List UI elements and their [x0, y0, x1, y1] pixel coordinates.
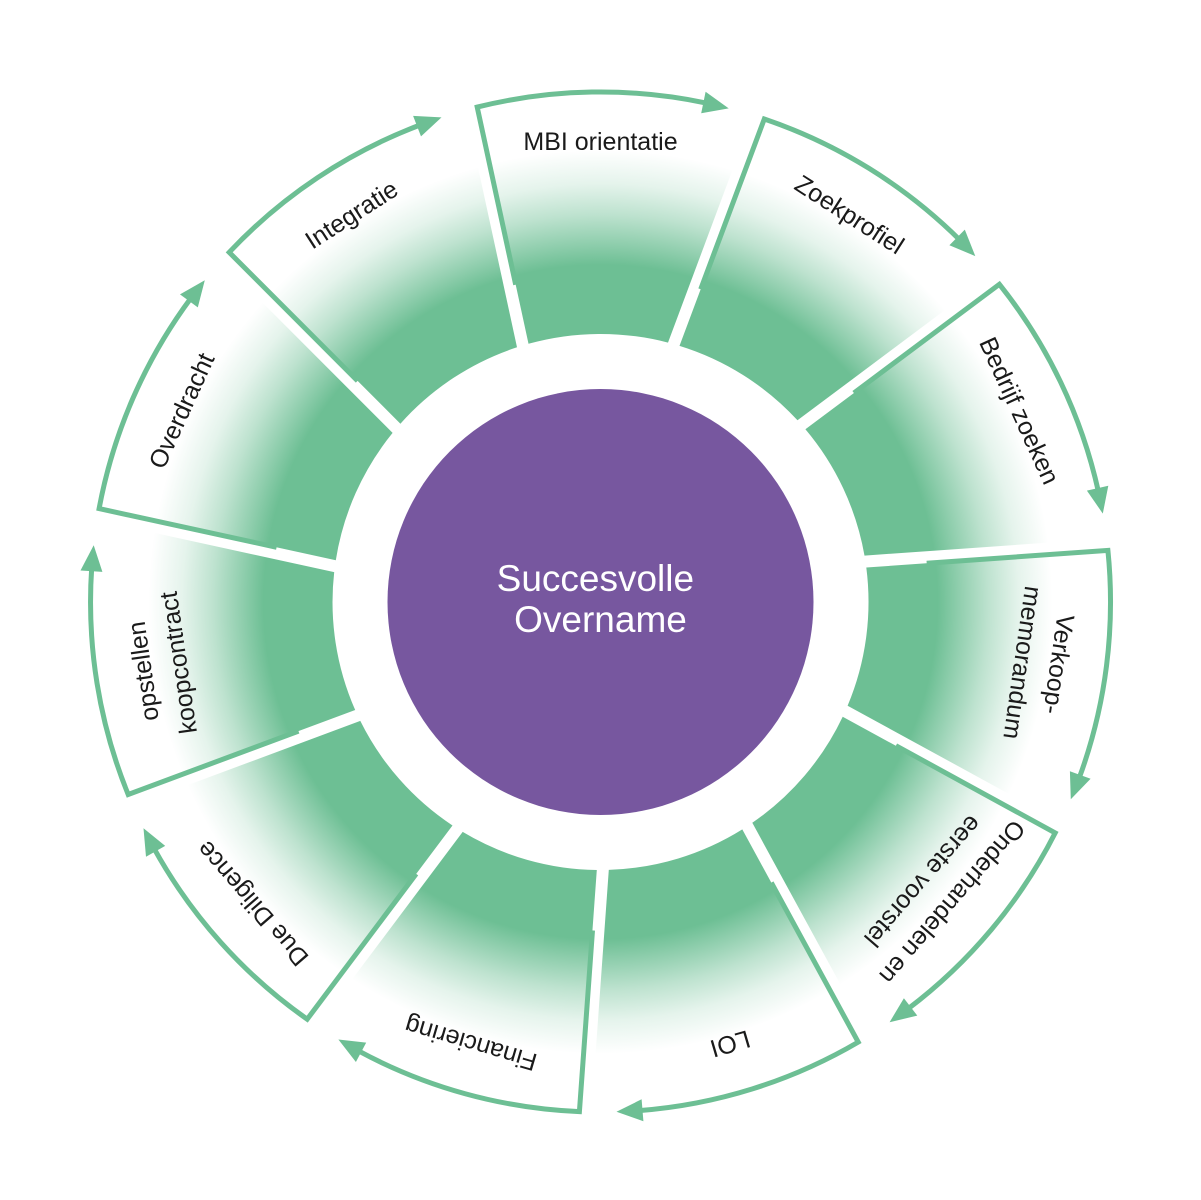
segment-opstellen-koopcontract: opstellen koopcontract — [80, 520, 356, 798]
segment-fill — [99, 261, 393, 561]
segment-fill — [805, 284, 1107, 556]
segment-fill — [477, 91, 753, 344]
arrowhead-icon — [413, 115, 442, 137]
arrowhead-icon — [143, 828, 166, 857]
segment-financiering: Financiering — [317, 831, 597, 1115]
segment-outline — [926, 547, 1114, 780]
arrowhead-icon — [889, 998, 918, 1023]
segment-fill — [132, 720, 453, 1020]
segment-outline — [638, 881, 862, 1114]
segment-fill — [90, 520, 356, 795]
segment-outline — [151, 846, 419, 1023]
segment-due-diligence: Due Diligence — [132, 720, 453, 1023]
segment-integratie: Integratie — [225, 110, 517, 424]
segment-label-line: MBI orientatie — [523, 128, 677, 156]
segment-fill — [591, 829, 859, 1112]
segment-fill — [679, 119, 992, 421]
segment-outline — [852, 280, 1101, 493]
segment-onderhandelen-en-eerste-voorstel: Onderhandelen en eerste voorstel — [752, 716, 1059, 1036]
arrowhead-icon — [80, 545, 103, 572]
arrowhead-icon — [949, 229, 976, 257]
segment-overdracht: Overdracht — [96, 261, 393, 561]
arrowhead-icon — [1086, 485, 1109, 514]
segment-fill — [752, 716, 1056, 1036]
segment-outline — [894, 743, 1059, 1011]
segment-outline — [96, 296, 278, 550]
segment-fill — [847, 550, 1111, 823]
segment-zoekprofiel: Zoekprofiel — [679, 115, 992, 421]
segment-outline — [698, 115, 962, 291]
arrowhead-icon — [701, 91, 729, 114]
arrowhead-icon — [616, 1099, 644, 1122]
segment-outline — [474, 89, 708, 286]
segment-outline — [225, 122, 422, 383]
arrowhead-icon — [180, 280, 205, 308]
segment-verkoopmemorandum: Verkoop- memorandum — [847, 547, 1114, 823]
center-title-line: Succesvolle — [497, 558, 694, 599]
segment-outline — [356, 930, 595, 1115]
segment-loi: LOI — [591, 829, 862, 1122]
arrowhead-icon — [338, 1039, 367, 1062]
segment-fill — [317, 831, 597, 1112]
center-title: Succesvolle Overname — [497, 558, 705, 640]
segment-bedrijf-zoeken: Bedrijf zoeken — [805, 280, 1109, 556]
segment-mbi-orientatie: MBI orientatie — [474, 89, 753, 344]
wheel-segments: MBI orientatie Zoekprofiel Bedrijf zoeke… — [80, 89, 1114, 1122]
arrowhead-icon — [1069, 771, 1091, 800]
center-title-line: Overname — [514, 599, 687, 640]
segment-fill — [229, 110, 517, 424]
segment-outline — [88, 567, 300, 798]
center-circle — [387, 389, 814, 815]
segment-label: MBI orientatie — [523, 128, 677, 156]
